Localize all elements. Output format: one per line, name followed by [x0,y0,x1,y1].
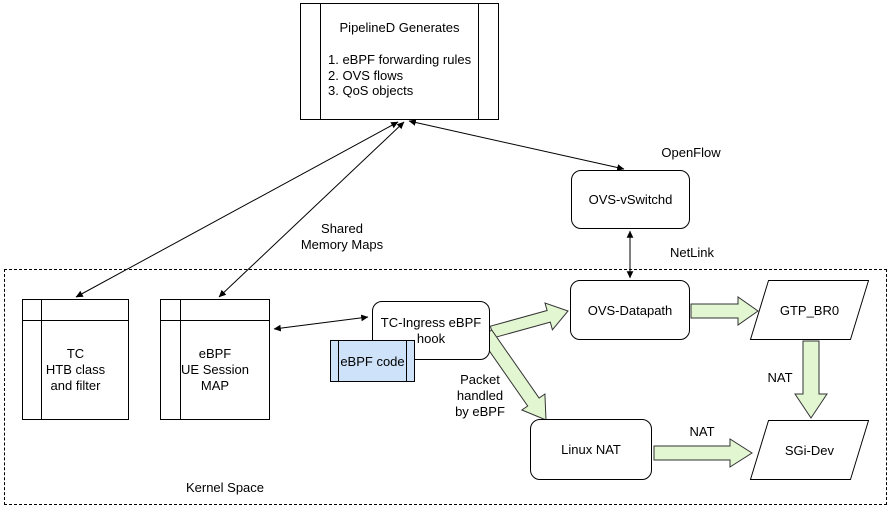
ebpf-map-label-wrap: eBPF UE Session MAP [161,321,269,419]
tc-htb-label-wrap: TC HTB class and filter [23,321,128,419]
nat-linux-label: NAT [689,424,715,439]
linux-nat-label: Linux NAT [561,442,621,457]
tc-htb-box: TC HTB class and filter [22,299,129,420]
ebpf-code-box: eBPF code [330,340,415,382]
tc-ingress-hook-label: TC-Ingress eBPF hook [380,314,482,346]
ebpf-code-label: eBPF code [340,353,405,369]
ebpf-map-column-line [180,300,181,419]
pipelined-inner-line-left [320,4,321,119]
pipelined-inner-line-right [478,4,479,119]
kernel-space-container [4,269,887,505]
ebpf-code-inner-line-right [406,341,407,381]
linux-nat-box: Linux NAT [530,419,652,480]
ebpf-map-label: eBPF UE Session MAP [181,346,249,393]
gtp-br0-box: GTP_BR0 [749,280,870,340]
nat-gtp-label: NAT [767,370,793,385]
tc-htb-label: TC HTB class and filter [45,346,106,393]
ebpf-map-header-line [161,320,269,321]
ebpf-ue-session-map-box: eBPF UE Session MAP [160,299,270,420]
openflow-label: OpenFlow [661,145,721,160]
flow-arrow-hook-to-datapath [489,302,569,339]
edge-pipelined-to-ovs-vswitchd [408,119,625,171]
flow-arrow-datapath-to-gtp-br0 [690,296,759,326]
edge-pipelined-to-ebpf-map [218,121,405,298]
packet-handled-label: Packet handled by eBPF [455,372,505,419]
pipelined-list: 1. eBPF forwarding rules 2. OVS flows 3.… [328,52,471,99]
pipelined-title: PipelineD Generates [339,20,460,35]
tc-htb-header-line [23,320,128,321]
pipelined-box: PipelineD Generates 1. eBPF forwarding r… [300,3,499,120]
edge-pipelined-to-tc [75,121,399,298]
sgi-dev-label: SGi-Dev [784,442,835,458]
ovs-vswitchd-label: OVS-vSwitchd [588,192,673,207]
ovs-datapath-label: OVS-Datapath [587,302,673,318]
edge-ebpf-map-to-hook [273,314,369,332]
flow-arrow-linux-nat-to-sgi-dev [653,438,753,468]
gtp-br0-label: GTP_BR0 [779,302,840,318]
flow-arrow-gtp-br0-to-sgi-dev [794,340,828,419]
tc-htb-column-line [41,300,42,419]
sgi-dev-box: SGi-Dev [749,420,870,480]
ovs-datapath-box: OVS-Datapath [570,280,690,340]
ebpf-code-inner-line-left [338,341,339,381]
netlink-label: NetLink [669,245,715,260]
shared-memory-maps-label: Shared Memory Maps [300,221,384,252]
pipelined-list-item: 1. eBPF forwarding rules [328,52,472,67]
kernel-space-label: Kernel Space [185,480,265,495]
ovs-vswitchd-box: OVS-vSwitchd [571,170,690,229]
pipelined-list-item: 3. QoS objects [328,83,414,98]
pipelined-list-item: 2. OVS flows [328,67,404,83]
